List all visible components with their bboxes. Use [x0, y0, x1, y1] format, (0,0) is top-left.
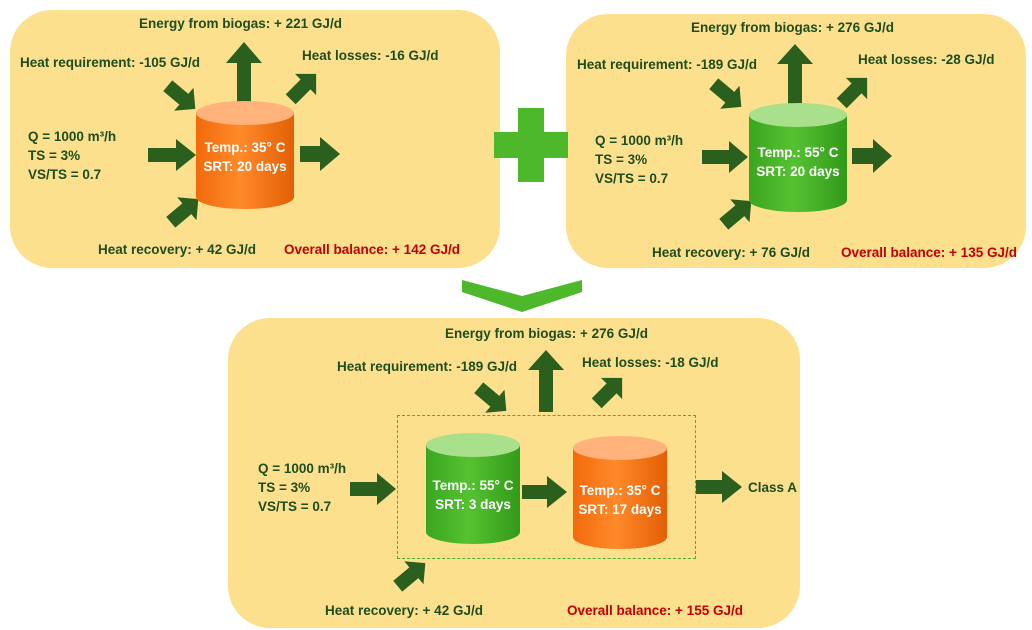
tank-srt: SRT: 3 days [435, 497, 511, 512]
arrow-heat-losses [836, 77, 868, 109]
arrow-feed-in [148, 139, 196, 171]
tank-mesophilic-labels: Temp.: 35° C SRT: 17 days [573, 481, 667, 521]
arrow-energy-up [226, 42, 262, 110]
arrow-energy-up [777, 44, 813, 112]
heat-requirement-label: Heat requirement: -189 GJ/d [337, 359, 518, 374]
heat-recovery-label: Heat recovery: + 42 GJ/d [98, 242, 256, 257]
heat-requirement-label: Heat requirement: -189 GJ/d [577, 57, 758, 72]
tank-temp: Temp.: 55° C [757, 145, 839, 160]
arrow-out [696, 471, 742, 503]
arrow-heat-losses [285, 73, 317, 105]
arrow-between-tanks [522, 476, 567, 508]
tank-srt: SRT: 17 days [578, 502, 662, 517]
feed-ts: TS = 3% [28, 148, 81, 163]
chevron-down-icon [462, 280, 582, 312]
overall-balance: Overall balance: + 135 GJ/d [841, 245, 1017, 260]
feed-flow: Q = 1000 m³/h [258, 461, 347, 476]
feed-parameters: Q = 1000 m³/h TS = 3% VS/TS = 0.7 [28, 127, 116, 184]
tank-srt: SRT: 20 days [756, 164, 840, 179]
tank-srt: SRT: 20 days [203, 159, 287, 174]
tank-temp: Temp.: 55° C [432, 478, 514, 493]
overall-balance: Overall balance: + 142 GJ/d [284, 242, 460, 257]
feed-vs-ts: VS/TS = 0.7 [595, 171, 669, 186]
tank-thermophilic-labels: Temp.: 55° C SRT: 20 days [749, 143, 847, 183]
arrow-feed-in [702, 141, 748, 173]
energy-label: Energy from biogas: + 276 GJ/d [691, 20, 894, 35]
feed-flow: Q = 1000 m³/h [595, 133, 684, 148]
tank-mesophilic [573, 436, 667, 549]
feed-parameters: Q = 1000 m³/h TS = 3% VS/TS = 0.7 [595, 131, 683, 188]
feed-ts: TS = 3% [258, 480, 311, 495]
tank-thermophilic [749, 103, 847, 212]
feed-parameters: Q = 1000 m³/h TS = 3% VS/TS = 0.7 [258, 459, 346, 516]
tank-mesophilic-labels: Temp.: 35° C SRT: 20 days [196, 138, 294, 178]
energy-label: Energy from biogas: + 221 GJ/d [139, 16, 342, 31]
arrow-feed-in [350, 473, 396, 505]
energy-label: Energy from biogas: + 276 GJ/d [445, 326, 648, 341]
tank-thermophilic [426, 433, 520, 544]
feed-vs-ts: VS/TS = 0.7 [258, 499, 332, 514]
arrow-heat-recovery [719, 199, 752, 230]
heat-recovery-label: Heat recovery: + 76 GJ/d [652, 245, 810, 260]
arrow-heat-recovery [166, 197, 199, 228]
overall-balance: Overall balance: + 155 GJ/d [567, 603, 743, 618]
tank-mesophilic [196, 101, 294, 209]
tank-temp: Temp.: 35° C [579, 483, 661, 498]
feed-flow: Q = 1000 m³/h [28, 129, 117, 144]
arrow-heat-losses [591, 377, 623, 409]
heat-losses-label: Heat losses: -16 GJ/d [302, 48, 439, 63]
tank-thermophilic-labels: Temp.: 55° C SRT: 3 days [426, 476, 520, 516]
arrow-heat-requirement [474, 382, 507, 413]
heat-requirement-label: Heat requirement: -105 GJ/d [20, 55, 201, 70]
output-label: Class A [748, 480, 798, 495]
arrow-heat-requirement [709, 78, 742, 109]
feed-vs-ts: VS/TS = 0.7 [28, 167, 102, 182]
arrow-energy-up [528, 350, 564, 412]
system-boundary [397, 415, 696, 559]
arrow-heat-recovery [393, 561, 426, 592]
arrow-out [300, 137, 340, 171]
tank-temp: Temp.: 35° C [204, 140, 286, 155]
arrow-out [852, 139, 892, 173]
feed-ts: TS = 3% [595, 152, 648, 167]
heat-losses-label: Heat losses: -18 GJ/d [582, 355, 719, 370]
heat-losses-label: Heat losses: -28 GJ/d [858, 52, 995, 67]
plus-icon [494, 108, 568, 182]
heat-recovery-label: Heat recovery: + 42 GJ/d [325, 603, 483, 618]
arrow-heat-requirement [163, 80, 196, 111]
